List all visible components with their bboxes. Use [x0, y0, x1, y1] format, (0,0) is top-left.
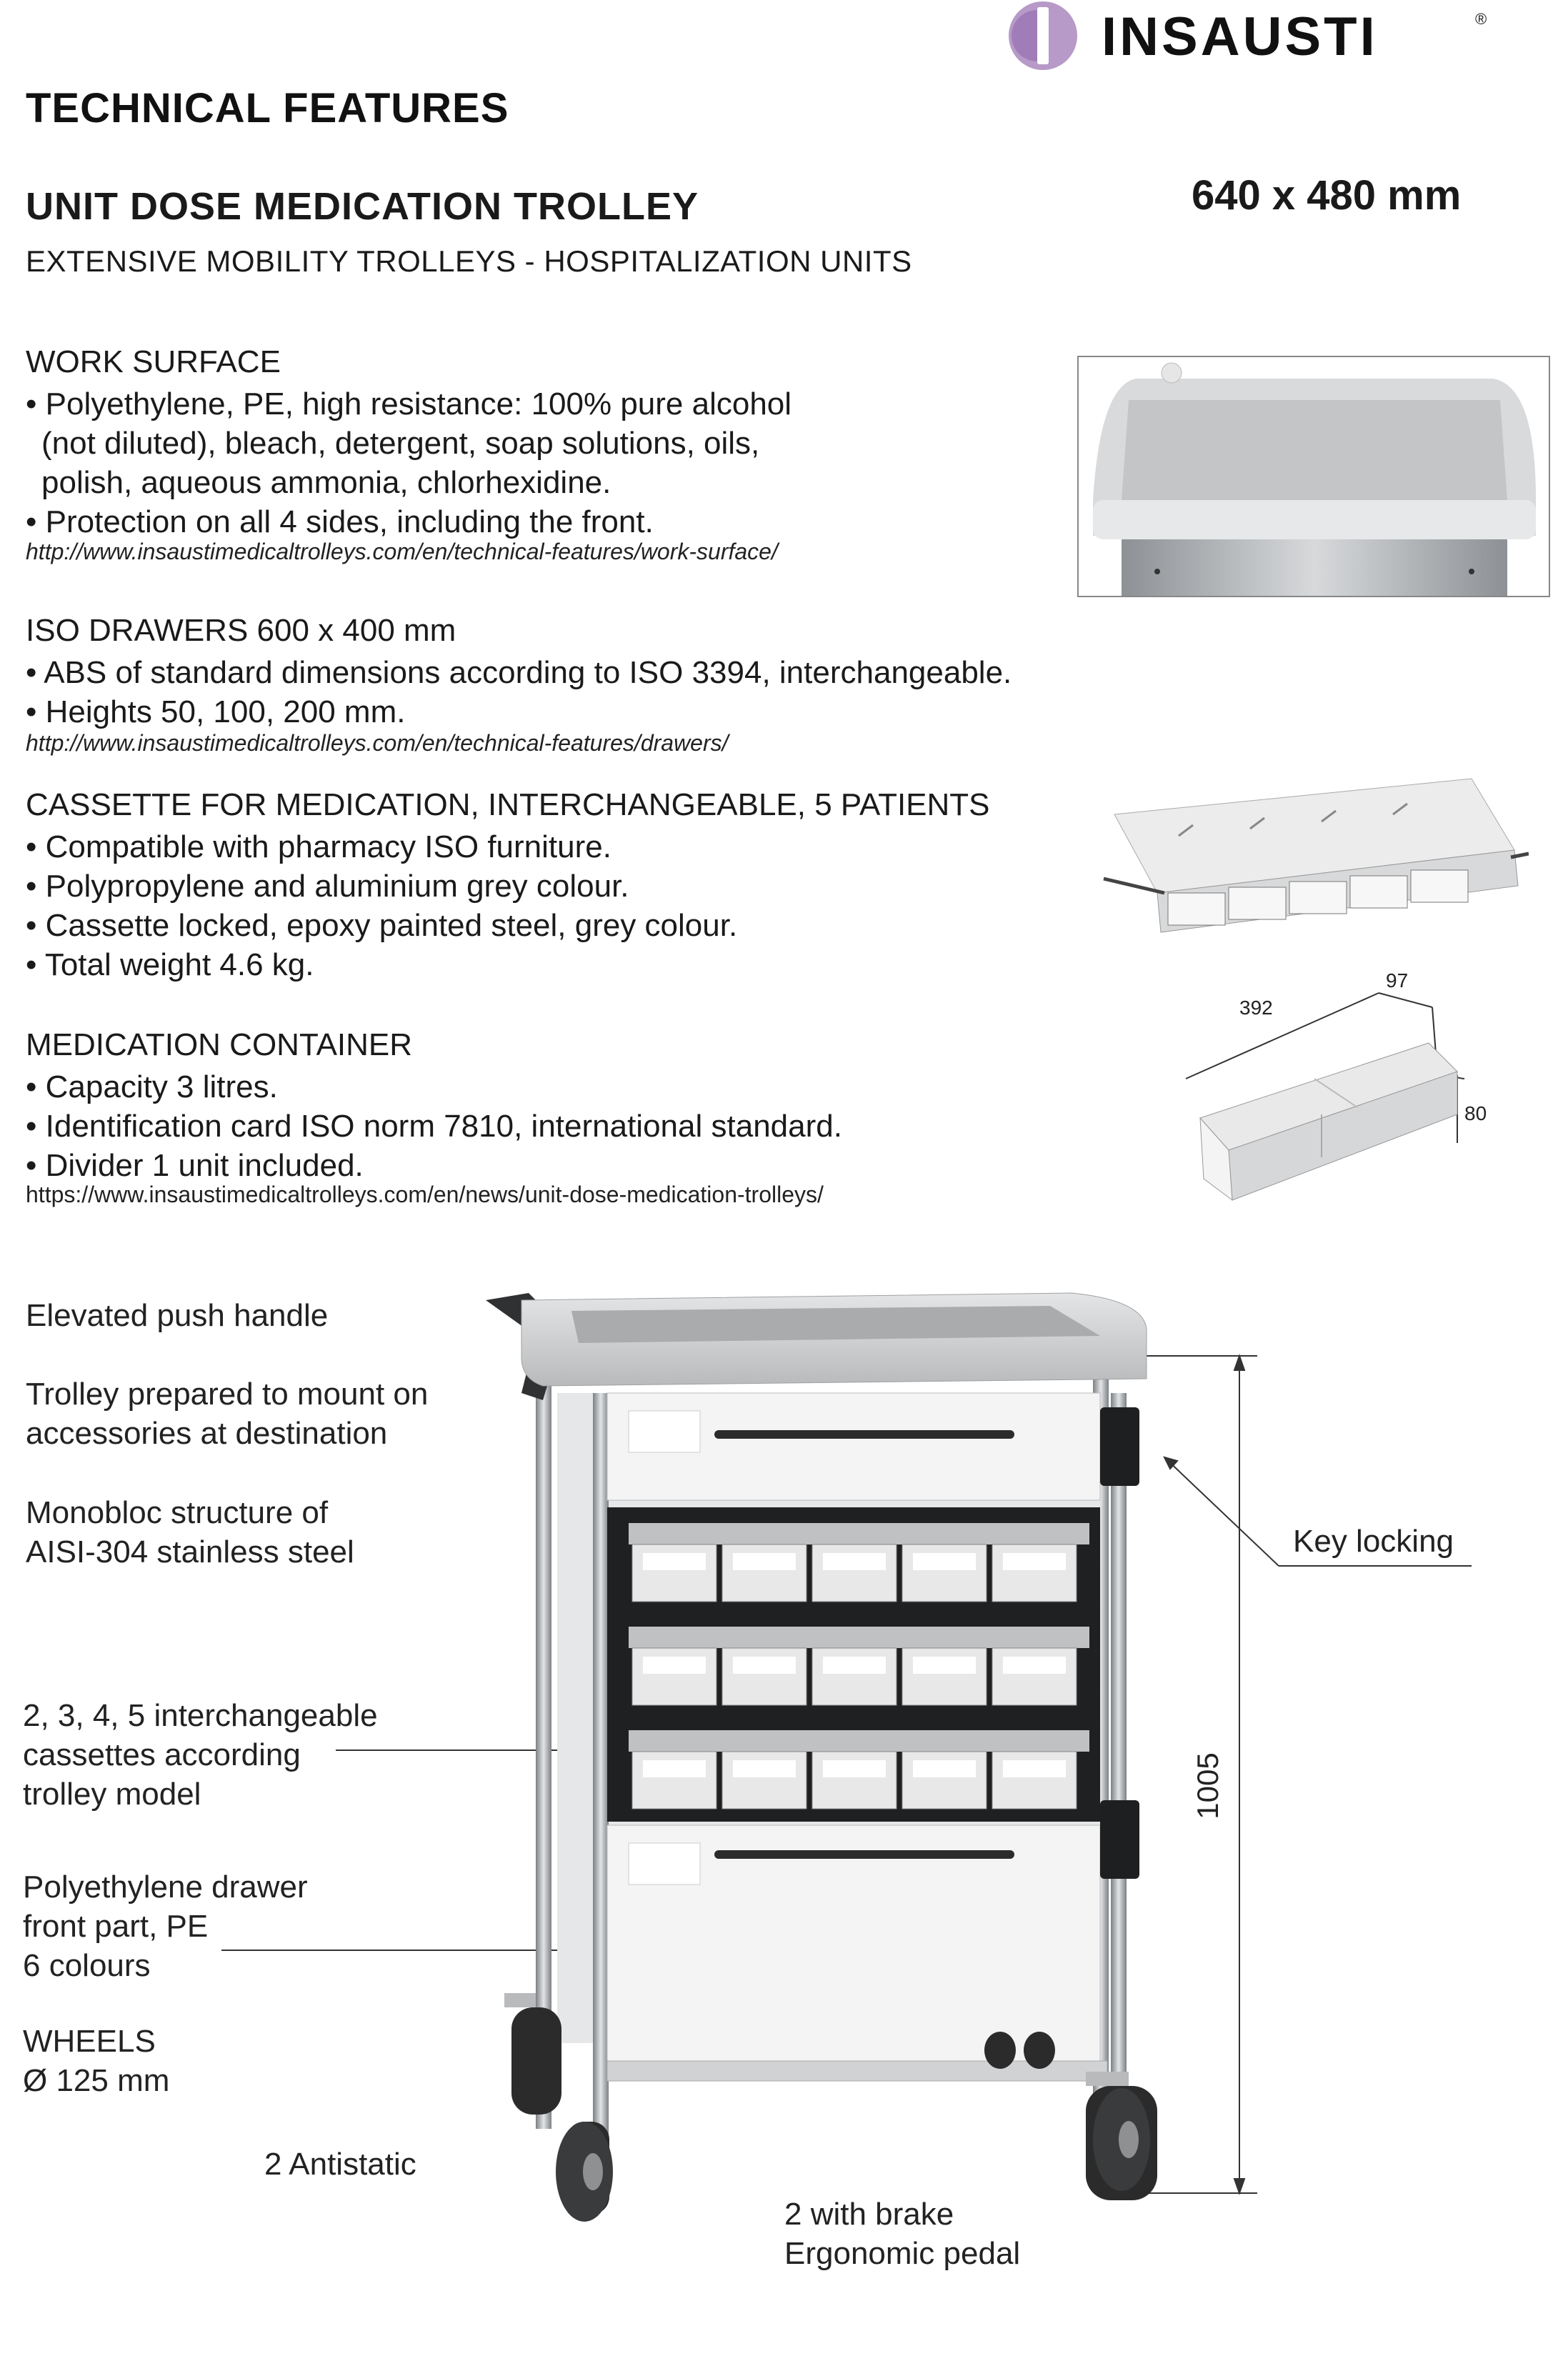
bullet-line: • Capacity 3 litres. [26, 1069, 278, 1104]
work-surface-image [1077, 356, 1550, 597]
label-line: Polyethylene drawer [23, 1870, 308, 1905]
product-dimensions: 640 x 480 mm [1192, 172, 1462, 219]
drawers-link[interactable]: http://www.insaustimedicaltrolleys.com/e… [26, 730, 729, 756]
cassette-image [1103, 778, 1529, 933]
key-lock-icon [1100, 1407, 1139, 1879]
trolley-illustration: 1005 [221, 1292, 1472, 2222]
bullet-line: (not diluted), bleach, detergent, soap s… [41, 426, 760, 461]
section-cassette: CASSETTE FOR MEDICATION, INTERCHANGEABLE… [26, 787, 990, 984]
work-surface-link[interactable]: http://www.insaustimedicaltrolleys.com/e… [26, 539, 778, 564]
label-brake: 2 with brake Ergonomic pedal [784, 2195, 1020, 2273]
section-work-surface: WORK SURFACE • Polyethylene, PE, high re… [26, 344, 792, 541]
section-iso-drawers: ISO DRAWERS 600 x 400 mm • ABS of standa… [26, 613, 1012, 732]
label-drawer-front: Polyethylene drawer front part, PE 6 col… [23, 1867, 308, 1985]
label-line: 2 with brake [784, 2197, 954, 2232]
work-surface-illustration [1093, 362, 1536, 596]
section-title: ISO DRAWERS 600 x 400 mm [26, 613, 456, 648]
product-subtitle: EXTENSIVE MOBILITY TROLLEYS - HOSPITALIZ… [26, 244, 912, 278]
label-line: 2, 3, 4, 5 interchangeable [23, 1698, 378, 1733]
bullet-line: • Divider 1 unit included. [26, 1148, 364, 1183]
label-line: Ergonomic pedal [784, 2236, 1021, 2271]
label-accessories: Trolley prepared to mount on accessories… [26, 1374, 428, 1453]
height-dimension [1114, 1353, 1257, 2196]
product-title: UNIT DOSE MEDICATION TROLLEY [26, 185, 699, 228]
label-line: Trolley prepared to mount on [26, 1377, 429, 1412]
height-label: 1005 [1191, 1752, 1224, 1819]
label-cassettes: 2, 3, 4, 5 interchangeable cassettes acc… [23, 1696, 378, 1814]
label-line: front part, PE [23, 1909, 209, 1944]
bullet-line: polish, aqueous ammonia, chlorhexidine. [41, 465, 611, 500]
brand-logo: INSAUSTI ® [1007, 0, 1507, 71]
container-link[interactable]: https://www.insaustimedicaltrolleys.com/… [26, 1182, 824, 1207]
bullet-line: • Heights 50, 100, 200 mm. [26, 694, 406, 729]
label-line: WHEELS [23, 2024, 156, 2059]
label-structure: Monobloc structure of AISI-304 stainless… [26, 1493, 354, 1572]
bullet-line: • Identification card ISO norm 7810, int… [26, 1109, 842, 1144]
bullet-line: • ABS of standard dimensions according t… [26, 655, 1012, 690]
section-title: MEDICATION CONTAINER [26, 1027, 413, 1062]
page-title: TECHNICAL FEATURES [26, 85, 509, 131]
label-wheels: WHEELS Ø 125 mm [23, 2022, 169, 2100]
label-key-locking: Key locking [1293, 1524, 1454, 1559]
container-length-label: 392 [1239, 997, 1273, 1019]
section-container: MEDICATION CONTAINER • Capacity 3 litres… [26, 1027, 842, 1185]
label-line: cassettes according [23, 1737, 301, 1772]
label-push-handle: Elevated push handle [26, 1298, 329, 1333]
cassette-rows [629, 1523, 1089, 1810]
section-title: CASSETTE FOR MEDICATION, INTERCHANGEABLE… [26, 787, 990, 822]
container-image: 392 97 80 [1185, 972, 1487, 1202]
label-line: AISI-304 stainless steel [26, 1534, 354, 1569]
bullet-line: • Total weight 4.6 kg. [26, 947, 314, 982]
bullet-line: • Protection on all 4 sides, including t… [26, 504, 654, 539]
bullet-line: • Polypropylene and aluminium grey colou… [26, 869, 629, 904]
insausti-logo-icon [1009, 1, 1077, 70]
bullet-line: • Polyethylene, PE, high resistance: 100… [26, 386, 792, 421]
container-height-label: 80 [1464, 1102, 1487, 1124]
wheel-icon [504, 1993, 1157, 2222]
bullet-line: • Compatible with pharmacy ISO furniture… [26, 829, 611, 864]
brand-name: INSAUSTI [1102, 6, 1378, 67]
label-line: trolley model [23, 1777, 201, 1812]
bullet-line: • Cassette locked, epoxy painted steel, … [26, 908, 738, 943]
container-width-label: 97 [1386, 972, 1408, 992]
label-line: accessories at destination [26, 1416, 388, 1451]
label-line: Monobloc structure of [26, 1495, 329, 1530]
label-line: Ø 125 mm [23, 2063, 170, 2098]
registered-mark: ® [1475, 10, 1487, 28]
label-line: 6 colours [23, 1948, 151, 1983]
label-antistatic: 2 Antistatic [264, 2147, 416, 2182]
section-title: WORK SURFACE [26, 344, 281, 379]
